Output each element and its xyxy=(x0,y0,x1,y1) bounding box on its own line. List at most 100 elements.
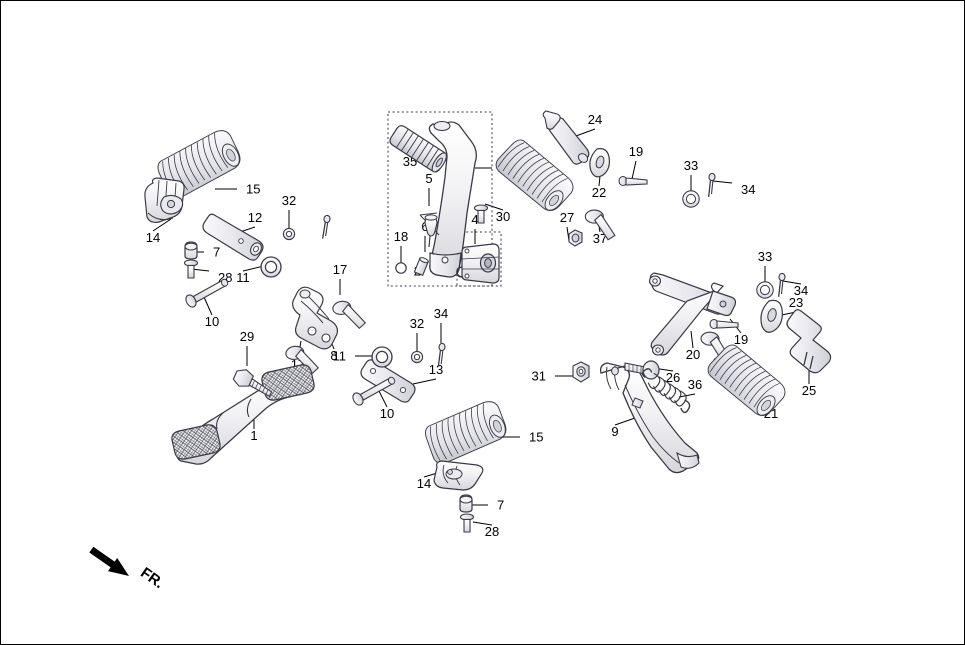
part-cotter-pin-34-upper-left xyxy=(320,214,332,240)
callout-label-clevis-pin-lower: 10 xyxy=(380,406,394,421)
callout-label-shift-rod: 12 xyxy=(248,210,262,225)
part-shift-linkage-bracket xyxy=(292,286,338,350)
callout-label-side-stand-spring: 36 xyxy=(688,377,702,392)
callout-label-washer-32-upper: 32 xyxy=(282,193,296,208)
callout-label-footpeg-lower: 15 xyxy=(529,430,543,445)
callout-label-pin-19-lower: 19 xyxy=(734,332,748,347)
callout-label-side-stand: 9 xyxy=(611,424,618,439)
callout-label-washer-32-lower: 32 xyxy=(410,316,424,331)
part-cotter-pin-34-upper xyxy=(706,172,716,198)
callout-label-ring-33-lower: 33 xyxy=(758,249,772,264)
part-side-stand-spring xyxy=(641,368,691,414)
front-arrow-icon xyxy=(89,546,129,576)
callout-label-ring-left: 11 xyxy=(236,270,250,285)
part-footpeg-bracket-left xyxy=(144,177,185,224)
part-bolt-28-left xyxy=(183,259,199,279)
part-cam-23 xyxy=(760,299,783,333)
part-footpeg-lower xyxy=(421,398,512,467)
part-heel-guard-plate xyxy=(786,309,832,374)
part-cotter-pin-34-lower xyxy=(436,342,447,368)
leader-line-cotter-pin-34-lower-right xyxy=(782,280,802,285)
leader-line-footpeg-bracket-left xyxy=(152,218,172,232)
callout-label-clevis-pin-left: 10 xyxy=(205,314,219,329)
part-kickstarter-rubber xyxy=(389,125,448,173)
callout-label-bolt-28-lower: 28 xyxy=(485,524,499,539)
callout-label-ring-lower: 11 xyxy=(333,349,347,364)
part-bolt-28-lower xyxy=(459,513,475,533)
callout-label-shift-linkage-bracket: 8 xyxy=(330,348,337,363)
part-kickstarter-link-rod xyxy=(542,110,590,165)
callout-label-bolt-17-upper: 17 xyxy=(333,262,347,277)
callout-label-gear-shift-pedal: 1 xyxy=(250,428,257,443)
callout-label-pin-19-upper: 19 xyxy=(629,144,643,159)
callout-label-footpeg-left: 15 xyxy=(246,182,260,197)
part-cotter-pin-34-lower-right xyxy=(776,272,786,298)
callout-label-cap-lower: 7 xyxy=(497,498,504,513)
kickstarter-group xyxy=(387,111,493,287)
part-shift-rod xyxy=(202,213,264,261)
part-washer-32-upper xyxy=(282,227,296,241)
part-side-stand-linkage xyxy=(648,272,737,356)
callout-label-dowel-pin: 6 xyxy=(421,219,428,234)
leader-line-clevis-pin-left xyxy=(203,296,213,316)
part-gear-shift-pedal xyxy=(171,364,315,465)
callout-label-kickstarter-pivot-housing: 4 xyxy=(471,212,478,227)
part-washer-32-lower xyxy=(410,350,424,364)
leader-line-bolt-30 xyxy=(484,203,504,211)
callout-label-shift-link-plate: 13 xyxy=(429,362,443,377)
part-ring-left xyxy=(260,256,282,278)
part-footpeg-bracket-lower xyxy=(433,460,484,491)
callout-label-kickstarter-link-rod: 24 xyxy=(588,112,602,127)
part-rubber-stopper xyxy=(424,214,438,248)
part-pin-19-upper xyxy=(618,175,648,187)
leader-line-shift-link-plate xyxy=(412,378,437,385)
leader-line-side-stand-linkage xyxy=(690,330,694,349)
part-cap-lower xyxy=(459,494,473,513)
callout-label-washer-18: 18 xyxy=(394,229,408,244)
dashed-grouping-boxes xyxy=(387,111,502,287)
part-clevis-pin-left xyxy=(183,277,230,310)
leader-line-side-stand xyxy=(614,417,636,426)
part-ring-33-upper xyxy=(682,190,700,208)
callout-label-cotter-pin-34-upper: 34 xyxy=(741,182,755,197)
callout-label-side-stand-linkage: 20 xyxy=(686,347,700,362)
leader-line-clevis-pin-lower xyxy=(378,390,388,408)
callout-label-bolt-29: 29 xyxy=(240,329,254,344)
part-cap-left xyxy=(184,241,198,260)
part-kickstarter-arm xyxy=(419,120,477,278)
callout-label-cotter-pin-34-lower-right: 34 xyxy=(794,283,808,298)
callout-label-cam-23: 23 xyxy=(789,295,803,310)
leader-line-pin-19-upper xyxy=(631,160,637,180)
callout-label-nut-31: 31 xyxy=(532,369,546,384)
part-pin-19-lower xyxy=(709,318,739,330)
callout-label-footpeg-bracket-left: 14 xyxy=(146,230,160,245)
part-kickstarter-pivot-housing xyxy=(461,243,500,284)
callout-label-flange-bolt-37-upper: 37 xyxy=(593,231,607,246)
callout-label-heel-guard-plate: 25 xyxy=(802,383,816,398)
part-washer-18 xyxy=(395,262,407,274)
front-direction-arrow: FR. xyxy=(89,546,167,592)
callout-label-footpeg-bracket-lower: 14 xyxy=(417,476,431,491)
leader-line-bolt-28-lower xyxy=(472,521,493,526)
callout-label-cap-left: 7 xyxy=(213,245,220,260)
part-cam-22 xyxy=(589,148,610,178)
part-dowel-pin xyxy=(413,257,430,276)
callout-label-ring-33-upper: 33 xyxy=(684,158,698,173)
callout-label-cotter-pin-34-lower: 34 xyxy=(434,306,448,321)
leader-line-kickstarter-link-rod xyxy=(575,128,596,137)
part-nut-31 xyxy=(572,361,590,383)
front-direction-label: FR. xyxy=(137,564,167,592)
part-side-stand xyxy=(599,362,700,474)
callout-label-bolt-30: 30 xyxy=(496,209,510,224)
callout-label-cam-22: 22 xyxy=(592,185,606,200)
leader-line-side-stand-spring xyxy=(678,393,696,398)
callout-label-nut-27: 27 xyxy=(560,210,574,225)
part-ring-lower xyxy=(371,346,393,368)
part-clip xyxy=(456,266,464,278)
leader-line-cotter-pin-34-upper xyxy=(712,180,733,184)
callout-label-rubber-stopper: 5 xyxy=(425,171,432,186)
part-nut-27 xyxy=(568,229,583,247)
